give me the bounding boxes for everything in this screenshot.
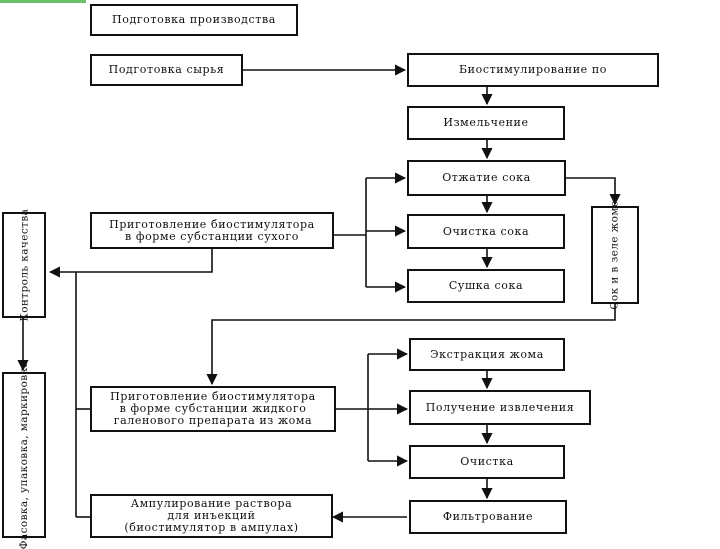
node-dry-substance: Приготовление биостимулятора в форме суб… (90, 212, 334, 249)
accent-bar (0, 0, 86, 3)
node-quality-control: Контроль качества (2, 209, 46, 321)
node-purification: Очистка сока (407, 214, 565, 249)
node-extraction: Экстракция жома (409, 338, 565, 371)
node-filtration: Фильтрование (409, 500, 567, 534)
node-cleaning: Очистка (409, 445, 565, 479)
node-prep-raw: Подготовка сырья (90, 54, 243, 86)
node-ampouling: Ампулирование раствора для инъекций (био… (90, 494, 333, 538)
node-pressing: Отжатие сока (407, 160, 566, 196)
node-pulp-residue: Сок и в зеле жоме (591, 200, 639, 310)
node-biostim: Биостимулирование по (407, 53, 659, 87)
edge-pressing-to-pulp (566, 177, 621, 206)
node-packaging: Фасовка, упаковка, маркировка (2, 361, 46, 549)
node-liquid-substance: Приготовление биостимулятора в форме суб… (90, 386, 336, 432)
edge-pulp-to-liquid-substance (206, 304, 616, 386)
node-grinding: Измельчение (407, 106, 565, 140)
node-prep-production: Подготовка производства (90, 4, 298, 36)
node-drying: Сушка сока (407, 269, 565, 303)
node-obtaining-extract: Получение извлечения (409, 390, 591, 425)
edge-dry-substance-to-control (48, 249, 213, 278)
